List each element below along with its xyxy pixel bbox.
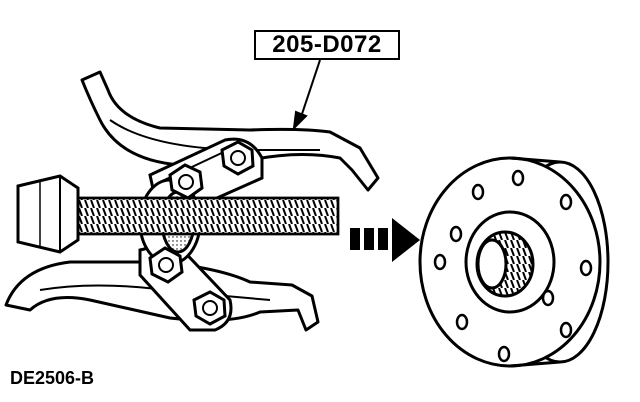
figure-id: DE2506-B — [10, 368, 95, 388]
label-leader-line — [292, 59, 321, 131]
pivot-bolt-upper-left — [168, 163, 204, 200]
pivot-bolt-lower-right — [192, 290, 227, 326]
screw-hex-head — [16, 174, 80, 254]
forcing-screw — [68, 196, 340, 236]
hub-center-boss — [464, 210, 556, 314]
direction-arrow — [350, 218, 420, 262]
tool-number-label: 205-D072 — [254, 30, 400, 60]
pivot-bolt-upper-right — [220, 140, 255, 176]
stud-holes — [433, 169, 593, 363]
pivot-bolt-lower-left — [148, 246, 184, 284]
